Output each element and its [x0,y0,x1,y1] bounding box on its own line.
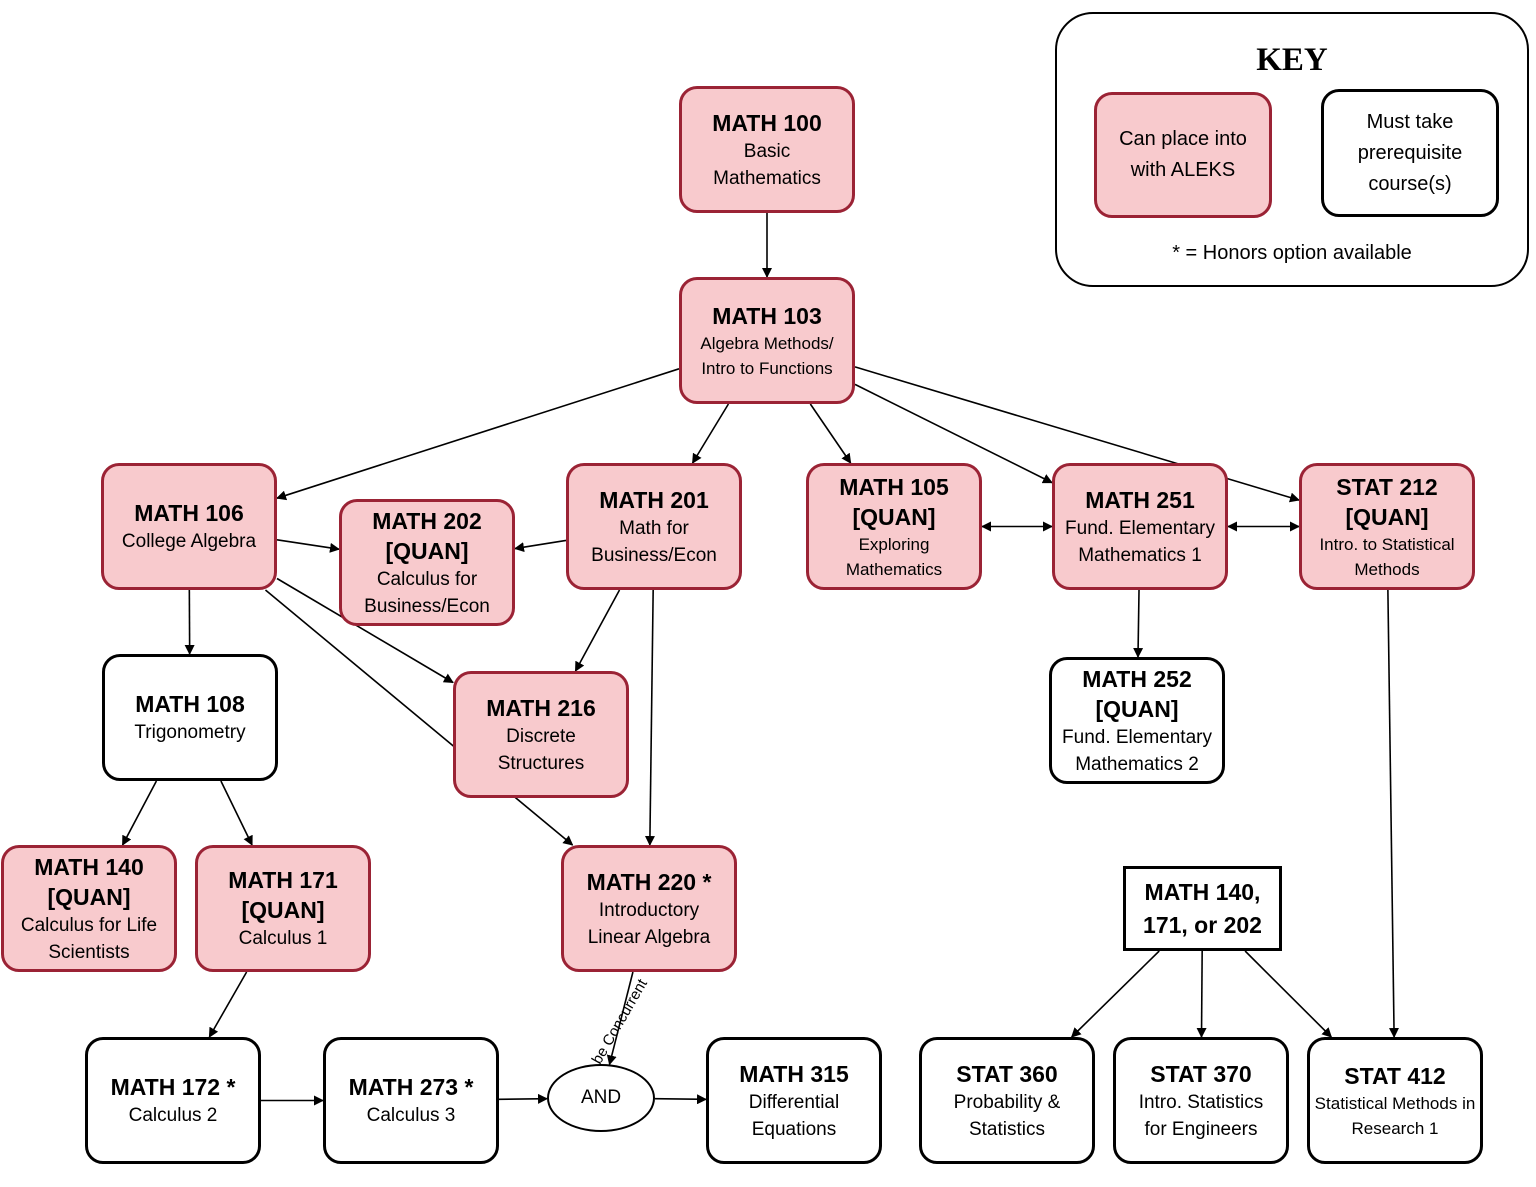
edge-m201-to-m220 [644,589,655,846]
course-title: Math for Business/Econ [591,517,717,566]
legend-aleks-label: Can place into with ALEKS [1119,128,1247,181]
course-math-108[interactable]: MATH 108 Trigonometry [102,654,278,781]
course-title: Exploring Mathematics [845,534,943,579]
course-title: Basic Mathematics [713,140,821,189]
course-title: Fund. Elementary Mathematics 2 [1062,726,1212,775]
edge-m201-to-m202 [514,539,567,553]
course-code: MATH 140 [QUAN] [34,853,144,910]
course-math-252[interactable]: MATH 252 [QUAN] Fund. Elementary Mathema… [1049,657,1225,784]
course-math-315[interactable]: MATH 315 Differential Equations [706,1037,882,1164]
edge-and-to-m315 [654,1094,707,1105]
course-title: Probability & Statistics [953,1091,1061,1140]
legend-honors-note: * = Honors option available [1172,242,1412,264]
course-title: Algebra Methods/ Intro to Functions [700,333,834,378]
legend: KEY Can place into with ALEKS Must take … [1055,12,1529,287]
course-code: STAT 412 [1344,1062,1446,1089]
legend-prereq-swatch: Must take prerequisite course(s) [1321,89,1499,217]
edge-mgrp-to-s370 [1196,950,1207,1038]
course-title: Differential Equations [748,1091,840,1140]
course-stat-212[interactable]: STAT 212 [QUAN] Intro. to Statistical Me… [1299,463,1475,590]
course-code: MATH 105 [QUAN] [839,473,949,530]
course-stat-412[interactable]: STAT 412 Statistical Methods in Research… [1307,1037,1483,1164]
course-code: MATH 252 [QUAN] [1082,665,1192,722]
course-code: MATH 216 [486,694,596,721]
course-stat-360[interactable]: STAT 360 Probability & Statistics [919,1037,1095,1164]
edge-m106-to-m202 [276,539,340,553]
course-title: Statistical Methods in Research 1 [1314,1093,1476,1138]
course-title: Calculus 1 [238,928,328,949]
course-title: Intro. to Statistical Methods [1319,534,1455,579]
course-title: Fund. Elementary Mathematics 1 [1065,517,1215,566]
edge-s212-to-s412 [1387,589,1399,1038]
edge-m106-to-m220 [264,589,574,846]
course-code: MATH 100 [712,109,822,136]
course-math-100[interactable]: MATH 100 Basic Mathematics [679,86,855,213]
edge-m220-to-and [606,971,634,1066]
course-code: STAT 370 [1150,1060,1252,1087]
course-math-216[interactable]: MATH 216 Discrete Structures [453,671,629,798]
edge-m103-to-m251 [854,383,1053,484]
course-title: Calculus 2 [128,1105,218,1126]
course-code: MATH 201 [599,486,709,513]
course-group-140-171-202[interactable]: MATH 140, 171, or 202 [1123,866,1282,951]
course-math-220[interactable]: MATH 220 * Introductory Linear Algebra [561,845,737,972]
course-title: Introductory Linear Algebra [587,899,711,948]
course-math-251[interactable]: MATH 251 Fund. Elementary Mathematics 1 [1052,463,1228,590]
course-title: Intro. Statistics for Engineers [1138,1091,1264,1140]
course-code: MATH 106 [134,500,244,526]
course-code: MATH 202 [QUAN] [372,507,482,564]
edge-m103-to-m201 [691,403,730,464]
course-code: MATH 315 [739,1060,849,1087]
course-title: Calculus for Business/Econ [364,568,490,617]
course-code: MATH 220 * [586,868,712,895]
edge-m103-to-m106 [276,368,680,501]
course-math-273[interactable]: MATH 273 * Calculus 3 [323,1037,499,1164]
edge-m106-to-m216 [276,577,454,684]
legend-prereq-label: Must take prerequisite course(s) [1357,110,1463,195]
course-title: College Algebra [121,531,257,552]
course-code: MATH 273 * [348,1074,474,1100]
course-code: MATH 251 [1085,486,1195,513]
course-math-201[interactable]: MATH 201 Math for Business/Econ [566,463,742,590]
course-math-105[interactable]: MATH 105 [QUAN] Exploring Mathematics [806,463,982,590]
edge-m108-to-m140 [121,780,158,846]
course-title: Calculus for Life Scientists [20,914,158,963]
and-label: AND [580,1087,622,1108]
course-title: Calculus 3 [366,1105,456,1126]
course-math-171[interactable]: MATH 171 [QUAN] Calculus 1 [195,845,371,972]
edge-m108-to-m171 [220,780,253,846]
edge-m201-to-m216 [574,589,621,672]
edge-mgrp-to-s360 [1070,950,1160,1038]
course-title: Trigonometry [134,722,246,743]
course-math-202[interactable]: MATH 202 [QUAN] Calculus for Business/Ec… [339,499,515,626]
course-math-103[interactable]: MATH 103 Algebra Methods/ Intro to Funct… [679,277,855,404]
course-code: MATH 172 * [110,1074,236,1100]
course-math-172[interactable]: MATH 172 * Calculus 2 [85,1037,261,1164]
course-code: STAT 360 [956,1060,1058,1087]
edge-m273-to-and [498,1093,549,1104]
course-code: MATH 108 [135,691,245,717]
edge-mgrp-to-s412 [1244,950,1333,1038]
and-junction: AND [547,1064,655,1132]
course-math-106[interactable]: MATH 106 College Algebra [101,463,277,590]
course-title: Discrete Structures [497,725,585,774]
edge-m251-to-m252 [1133,589,1144,658]
course-code: MATH 171 [QUAN] [228,867,338,923]
edge-m171-to-m172 [208,971,248,1038]
legend-title: KEY [1256,42,1328,78]
legend-aleks-swatch: Can place into with ALEKS [1094,92,1272,218]
course-stat-370[interactable]: STAT 370 Intro. Statistics for Engineers [1113,1037,1289,1164]
course-code: MATH 140, 171, or 202 [1143,878,1262,938]
course-math-140[interactable]: MATH 140 [QUAN] Calculus for Life Scient… [1,845,177,972]
course-code: STAT 212 [QUAN] [1336,473,1438,530]
edge-m103-to-m105 [809,403,852,464]
course-code: MATH 103 [712,302,822,329]
